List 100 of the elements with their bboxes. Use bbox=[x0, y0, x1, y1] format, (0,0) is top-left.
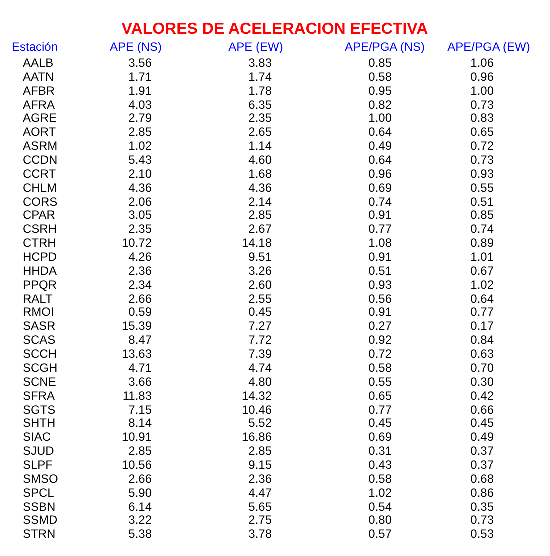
table-value: 5.65 bbox=[248, 500, 272, 514]
table-value: 1.06 bbox=[470, 56, 494, 70]
table-value: 0.72 bbox=[470, 139, 494, 154]
column-header: APE (NS) bbox=[110, 40, 162, 54]
table-value: 0.64 bbox=[470, 292, 494, 306]
station-code: SSMD bbox=[23, 513, 58, 528]
table-value: 0.93 bbox=[470, 166, 494, 181]
table-value: 2.65 bbox=[248, 125, 272, 140]
station-code: HHDA bbox=[23, 264, 58, 278]
table-value: 4.74 bbox=[248, 360, 272, 375]
table-value: 2.10 bbox=[128, 166, 152, 181]
table-value: 2.06 bbox=[128, 194, 152, 209]
table-value: 2.85 bbox=[248, 208, 272, 222]
table-value: 6.14 bbox=[128, 500, 152, 514]
table-value: 13.63 bbox=[122, 347, 152, 362]
table-value: 0.73 bbox=[470, 98, 494, 112]
station-code: SCCH bbox=[23, 347, 58, 362]
table-value: 0.96 bbox=[368, 166, 392, 181]
table-value: 0.86 bbox=[470, 486, 494, 500]
table-value: 3.22 bbox=[128, 513, 152, 528]
table-value: 0.58 bbox=[368, 472, 392, 486]
station-code: AFRA bbox=[23, 98, 56, 112]
table-value: 1.71 bbox=[128, 70, 152, 84]
table-value: 0.49 bbox=[470, 430, 494, 444]
table-value: 1.00 bbox=[368, 111, 392, 126]
table-value: 0.64 bbox=[368, 125, 392, 140]
table-value: 0.53 bbox=[470, 527, 494, 542]
table-value: 1.78 bbox=[248, 84, 272, 98]
table-value: 0.42 bbox=[470, 388, 494, 403]
table-value: 0.43 bbox=[368, 458, 392, 472]
station-code: SASR bbox=[23, 319, 56, 334]
table-value: 0.93 bbox=[368, 278, 392, 292]
station-code: SCGH bbox=[23, 360, 58, 375]
station-code: SCAS bbox=[23, 333, 56, 348]
table-value: 0.27 bbox=[368, 319, 392, 334]
table-value: 3.05 bbox=[128, 208, 152, 222]
table-value: 4.71 bbox=[128, 360, 152, 375]
column-header: Estación bbox=[12, 40, 58, 54]
station-code: AATN bbox=[23, 70, 54, 84]
table-value: 2.35 bbox=[248, 111, 272, 126]
table-value: 8.47 bbox=[128, 333, 152, 348]
table-value: 2.67 bbox=[248, 222, 272, 236]
table-value: 1.14 bbox=[248, 139, 272, 154]
table-value: 0.58 bbox=[368, 360, 392, 375]
table-value: 0.91 bbox=[368, 250, 392, 264]
table-value: 2.79 bbox=[128, 111, 152, 126]
table-value: 10.91 bbox=[122, 430, 152, 444]
table-value: 0.65 bbox=[368, 388, 392, 403]
table-value: 2.85 bbox=[128, 444, 152, 458]
table-value: 0.95 bbox=[368, 84, 392, 98]
table-value: 0.70 bbox=[470, 360, 494, 375]
table-value: 2.14 bbox=[248, 194, 272, 209]
table-value: 0.49 bbox=[368, 139, 392, 154]
table-value: 0.51 bbox=[368, 264, 392, 278]
station-code: STRN bbox=[23, 527, 56, 542]
station-code: CCRT bbox=[23, 166, 56, 181]
station-code: SLPF bbox=[23, 458, 54, 472]
table-value: 0.58 bbox=[368, 70, 392, 84]
table-value: 2.36 bbox=[248, 472, 272, 486]
table-value: 2.55 bbox=[248, 292, 272, 306]
table-value: 4.80 bbox=[248, 374, 272, 389]
table-value: 6.35 bbox=[248, 98, 272, 112]
table-value: 8.14 bbox=[128, 416, 152, 430]
station-code: SIAC bbox=[23, 430, 52, 444]
table-value: 16.86 bbox=[242, 430, 272, 444]
station-code: ASRM bbox=[23, 139, 58, 154]
table-value: 0.74 bbox=[368, 194, 392, 209]
table-value: 0.31 bbox=[368, 444, 392, 458]
table-value: 0.51 bbox=[470, 194, 494, 209]
table-value: 2.36 bbox=[128, 264, 152, 278]
table-value: 3.78 bbox=[248, 527, 272, 542]
table-value: 3.26 bbox=[248, 264, 272, 278]
table-value: 7.72 bbox=[248, 333, 272, 348]
table-value: 0.64 bbox=[368, 153, 392, 168]
station-code: CSRH bbox=[23, 222, 58, 236]
table-value: 0.67 bbox=[470, 264, 494, 278]
station-code: RALT bbox=[23, 292, 53, 306]
table-value: 4.36 bbox=[248, 180, 272, 195]
table-value: 0.77 bbox=[470, 305, 494, 320]
table-value: 5.43 bbox=[128, 153, 152, 168]
table-value: 1.74 bbox=[248, 70, 272, 84]
table-value: 9.51 bbox=[248, 250, 272, 264]
column-header: APE/PGA (NS) bbox=[344, 40, 426, 54]
station-code: SMSO bbox=[23, 472, 58, 486]
table-value: 4.36 bbox=[128, 180, 152, 195]
station-code: SPCL bbox=[23, 486, 54, 500]
station-code: CCDN bbox=[23, 153, 58, 168]
station-code: CPAR bbox=[23, 208, 56, 222]
table-value: 0.91 bbox=[368, 305, 392, 320]
table-value: 0.72 bbox=[368, 347, 392, 362]
table-value: 1.01 bbox=[470, 250, 494, 264]
table-value: 0.55 bbox=[368, 374, 392, 389]
table-value: 2.60 bbox=[248, 278, 272, 292]
table-value: 1.08 bbox=[368, 236, 392, 250]
table-value: 0.35 bbox=[470, 500, 494, 514]
table-value: 14.18 bbox=[242, 236, 272, 250]
table-value: 1.02 bbox=[368, 486, 392, 500]
table-value: 2.85 bbox=[248, 444, 272, 458]
table-value: 0.56 bbox=[368, 292, 392, 306]
table-value: 0.69 bbox=[368, 430, 392, 444]
